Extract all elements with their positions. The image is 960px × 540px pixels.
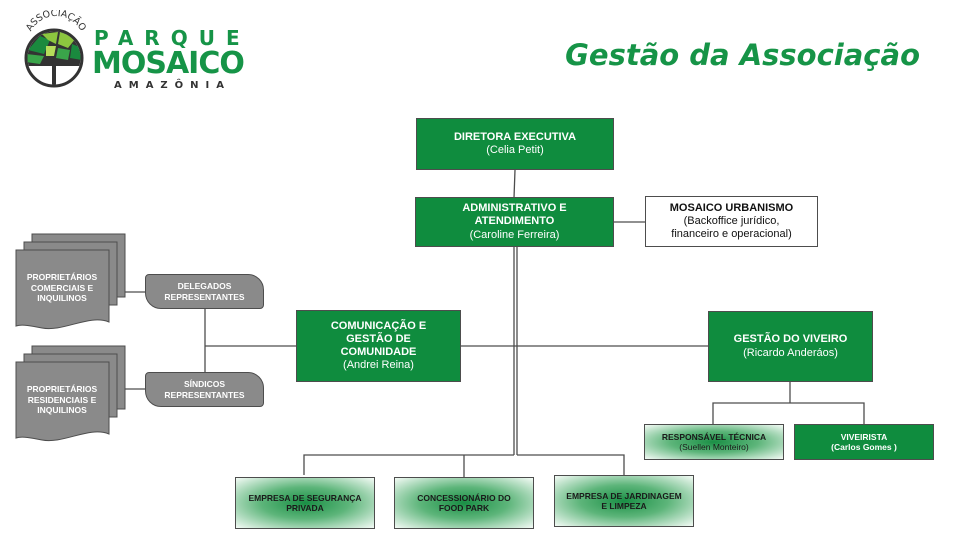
node-title-line1: COMUNICAÇÃO E [330,319,427,332]
node-diretora-executiva[interactable]: DIRETORA EXECUTIVA (Celia Petit) [416,118,614,170]
node-title-line1: PROPRIETÁRIOS [26,384,98,394]
node-viveirista[interactable]: VIVEIRISTA (Carlos Gomes ) [794,424,934,460]
node-title: GESTÃO DO VIVEIRO [733,333,848,346]
node-title-line3: INQUILINOS [37,405,87,416]
node-title-line1: EMPRESA DE SEGURANÇA [248,492,362,503]
node-person: (Suellen Monteiro) [679,442,749,452]
node-title-line1: PROPRIETÁRIOS [26,272,98,282]
node-person: (Celia Petit) [486,144,544,156]
multi-document-icon [15,233,126,330]
node-mosaico-urbanismo[interactable]: MOSAICO URBANISMO (Backoffice jurídico, … [645,196,818,247]
node-title-line2: REPRESENTANTES [164,291,245,302]
mosaic-tree-icon: ASSOCIAÇÃO [24,10,88,88]
node-title-line1: DELEGADOS [177,281,232,292]
connector-right-branch [517,454,625,475]
node-food-park[interactable]: CONCESSIONÁRIO DO FOOD PARK [394,477,534,529]
node-person: (Caroline Ferreira) [469,228,560,241]
page-title: Gestão da Associação [565,38,920,72]
node-title: VIVEIRISTA [840,431,888,442]
connector-left-branch [303,454,514,475]
node-title: DIRETORA EXECUTIVA [453,130,577,143]
node-title-line3: INQUILINOS [37,293,87,304]
logo-line1: PARQUE [94,26,251,50]
node-administrativo[interactable]: ADMINISTRATIVO E ATENDIMENTO (Caroline F… [415,197,614,247]
node-title-line2: RESIDENCIAIS E [27,394,97,405]
node-comunicacao[interactable]: COMUNICAÇÃO E GESTÃO DE COMUNIDADE (Andr… [296,310,461,382]
node-person: (Andrei Reina) [343,359,414,372]
node-title-line2: COMERCIAIS E [30,282,94,293]
node-desc-line2: financeiro e operacional) [671,228,792,241]
node-title-line2: PRIVADA [286,503,324,513]
node-empresa-jardinagem[interactable]: EMPRESA DE JARDINAGEM E LIMPEZA [554,475,694,527]
node-title-line2: ATENDIMENTO [474,215,555,228]
node-empresa-seguranca[interactable]: EMPRESA DE SEGURANÇA PRIVADA [235,477,375,529]
node-title-line1: SÍNDICOS [183,379,226,390]
node-sindicos-representantes[interactable]: SÍNDICOS REPRESENTANTES [145,372,264,407]
node-person: (Carlos Gomes ) [831,442,897,452]
connector-diretora-admin [513,169,516,199]
node-title-line1: ADMINISTRATIVO E [462,202,567,215]
node-title: RESPONSÁVEL TÉCNICA [661,431,767,442]
node-title-line2: GESTÃO DE [346,332,411,345]
node-title-line1: EMPRESA DE JARDINAGEM [566,490,682,501]
node-person: (Ricardo Anderáos) [743,346,838,359]
connector-viveiro-children [712,402,865,425]
multi-document-icon [15,345,126,442]
node-title: MOSAICO URBANISMO [669,201,794,214]
node-desc-line1: (Backoffice jurídico, [683,214,780,227]
node-title-line1: CONCESSIONÁRIO DO [417,492,511,503]
node-title-line2: E LIMPEZA [601,501,647,511]
node-title-line2: FOOD PARK [438,503,490,513]
node-title-line3: COMUNIDADE [340,346,417,358]
logo-line3: AMAZÔNIA [114,80,232,91]
node-title-line2: REPRESENTANTES [164,389,245,400]
node-responsavel-tecnica[interactable]: RESPONSÁVEL TÉCNICA (Suellen Monteiro) [644,424,784,460]
node-delegados-representantes[interactable]: DELEGADOS REPRESENTANTES [145,274,264,309]
node-gestao-viveiro[interactable]: GESTÃO DO VIVEIRO (Ricardo Anderáos) [708,311,873,382]
logo-line2: MOSAICO [92,46,245,81]
